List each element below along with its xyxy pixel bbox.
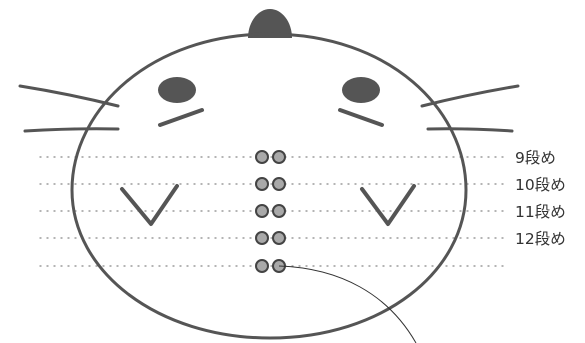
left-cheek-mark: [122, 186, 177, 224]
right-brow: [340, 110, 382, 125]
left-eye: [158, 77, 196, 103]
row-labels: 9段め 10段め 11段め 12段め: [515, 149, 566, 248]
brows: [160, 110, 382, 125]
bead: [273, 232, 285, 244]
row-label-9: 9段め: [515, 149, 556, 167]
cheek-marks: [122, 186, 414, 224]
bead: [273, 205, 285, 217]
row-label-10: 10段め: [515, 176, 566, 194]
right-eye: [342, 77, 380, 103]
bead: [256, 232, 268, 244]
bead: [256, 205, 268, 217]
bead: [256, 151, 268, 163]
whisker-left-lower: [25, 129, 118, 131]
whiskers: [20, 86, 518, 131]
whisker-right-lower: [428, 129, 512, 131]
whisker-right-upper: [422, 86, 518, 106]
bead: [273, 178, 285, 190]
bead-column: [256, 151, 285, 272]
bead: [256, 178, 268, 190]
right-cheek-mark: [362, 186, 414, 224]
head-outline: [72, 34, 466, 338]
left-brow: [160, 110, 202, 125]
bead: [256, 260, 268, 272]
row-label-12: 12段め: [515, 230, 566, 248]
whisker-left-upper: [20, 86, 118, 106]
row-label-11: 11段め: [515, 203, 566, 221]
bead: [273, 151, 285, 163]
